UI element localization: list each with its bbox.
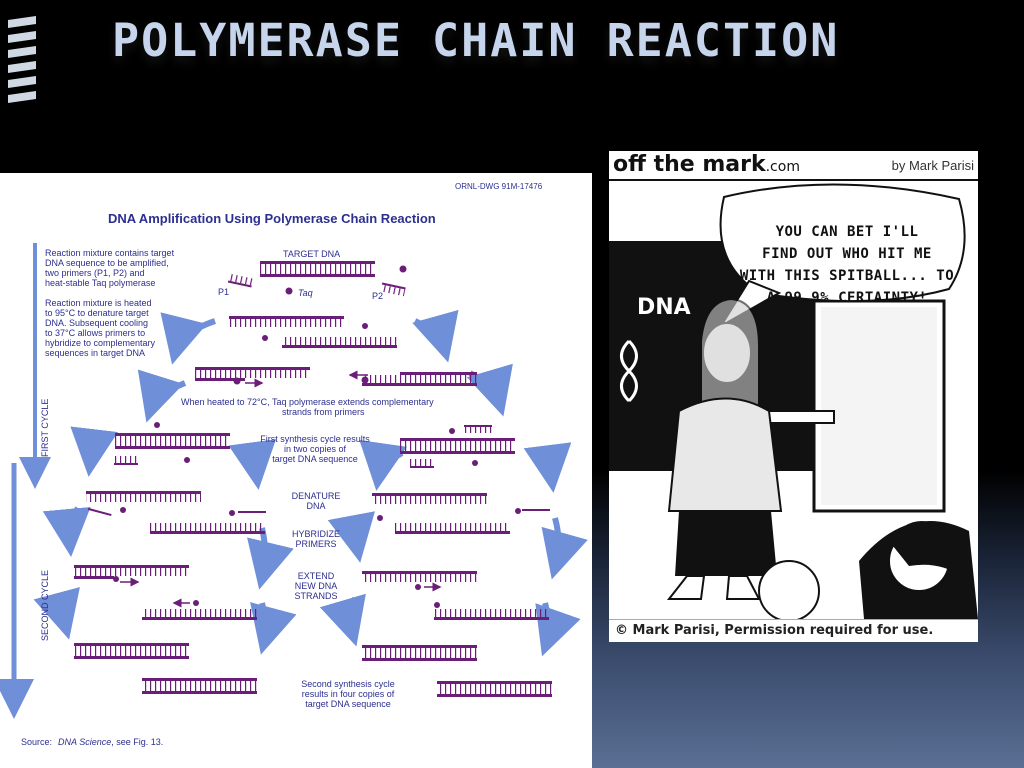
svg-text:Reaction mixture contains targ: Reaction mixture contains target <box>45 248 175 258</box>
p2-label: P2 <box>372 291 383 301</box>
blackboard-text: DNA <box>637 295 691 320</box>
second-cycle-caption: Second synthesis cycle results in four c… <box>301 679 395 709</box>
svg-text:hybridize to complementary: hybridize to complementary <box>45 338 156 348</box>
pcr-diagram: ORNL-DWG 91M-17476 DNA Amplification Usi… <box>0 173 592 768</box>
cartoon-byline: by Mark Parisi <box>891 158 974 173</box>
extend-caption: When heated to 72°C, Taq polymerase exte… <box>181 397 434 417</box>
svg-text:NEW DNA: NEW DNA <box>295 581 338 591</box>
svg-text:Second synthesis cycle: Second synthesis cycle <box>301 679 395 689</box>
extension-strands <box>195 367 477 388</box>
svg-text:DNA. Subsequent cooling: DNA. Subsequent cooling <box>45 318 148 328</box>
svg-text:two primers (P1, P2) and: two primers (P1, P2) and <box>45 268 145 278</box>
off-the-mark-cartoon: off the mark.com by Mark Parisi <box>609 151 978 642</box>
svg-text:Reaction mixture is heated: Reaction mixture is heated <box>45 298 152 308</box>
cartoon-logo: off the mark.com <box>613 152 800 177</box>
svg-text:to 95°C to denature target: to 95°C to denature target <box>45 308 149 318</box>
svg-text:target DNA sequence: target DNA sequence <box>272 454 358 464</box>
pcr-diagram-svg: ORNL-DWG 91M-17476 DNA Amplification Usi… <box>0 182 588 747</box>
svg-text:DENATURE: DENATURE <box>292 491 341 501</box>
primer-p1 <box>227 273 254 288</box>
heat-text: Reaction mixture is heated to 95°C to de… <box>45 298 156 358</box>
svg-text:SECOND CYCLE: SECOND CYCLE <box>40 570 50 641</box>
step-labels: DENATURE DNA HYBRIDIZE PRIMERS EXTEND NE… <box>292 491 341 601</box>
cartoon-header: off the mark.com by Mark Parisi <box>609 151 978 181</box>
svg-text:to 37°C allows primers to: to 37°C allows primers to <box>45 328 145 338</box>
svg-text:strands from primers: strands from primers <box>282 407 365 417</box>
p1-label: P1 <box>218 287 229 297</box>
first-cycle-products <box>114 422 515 468</box>
svg-text:sequences in target DNA: sequences in target DNA <box>45 348 145 358</box>
svg-text:heat-stable Taq polymerase: heat-stable Taq polymerase <box>45 278 155 288</box>
svg-text:target DNA sequence: target DNA sequence <box>305 699 391 709</box>
denatured-strands <box>229 316 397 348</box>
slide-title: POLYMERASE CHAIN REACTION <box>112 14 840 67</box>
svg-text:First synthesis cycle results: First synthesis cycle results <box>260 434 370 444</box>
svg-text:DNA sequence to be amplified,: DNA sequence to be amplified, <box>45 258 169 268</box>
second-cycle-strands <box>74 491 552 697</box>
drawing-id: ORNL-DWG 91M-17476 <box>455 182 543 191</box>
svg-text:HYBRIDIZE: HYBRIDIZE <box>292 529 340 539</box>
taq-label: Taq <box>298 288 313 298</box>
svg-text:results in four copies of: results in four copies of <box>302 689 395 699</box>
diagram-source: Source:DNA Science, see Fig. 13. <box>21 737 163 747</box>
intro-text: Reaction mixture contains target DNA seq… <box>45 248 175 288</box>
taq-enzyme-dot <box>285 287 293 295</box>
svg-text:PRIMERS: PRIMERS <box>295 539 336 549</box>
svg-text:FIRST CYCLE: FIRST CYCLE <box>40 399 50 457</box>
diagram-heading: DNA Amplification Using Polymerase Chain… <box>108 211 436 226</box>
svg-text:STRANDS: STRANDS <box>294 591 337 601</box>
cartoon-copyright: © Mark Parisi, Permission required for u… <box>609 619 978 642</box>
first-cycle-axis: FIRST CYCLE <box>19 243 51 489</box>
accent-lines-decoration <box>8 16 36 118</box>
svg-text:DNA: DNA <box>306 501 325 511</box>
svg-text:When heated to 72°C, Taq polym: When heated to 72°C, Taq polymerase exte… <box>181 397 434 407</box>
taq-enzyme-dot <box>399 265 407 273</box>
svg-text:EXTEND: EXTEND <box>298 571 335 581</box>
second-cycle-axis: SECOND CYCLE <box>0 463 50 719</box>
cartoon-illustration: YOU CAN BET I'LL FIND OUT WHO HIT ME WIT… <box>609 181 978 622</box>
target-dna-label: TARGET DNA <box>283 249 340 259</box>
svg-text:in two copies of: in two copies of <box>284 444 347 454</box>
slide-accent-bar <box>0 0 41 175</box>
target-dna-strand <box>260 261 375 277</box>
first-cycle-caption: First synthesis cycle results in two cop… <box>260 434 370 464</box>
primer-p2 <box>380 282 406 297</box>
speech-bubble-text: YOU CAN BET I'LL FIND OUT WHO HIT ME WIT… <box>739 224 955 306</box>
